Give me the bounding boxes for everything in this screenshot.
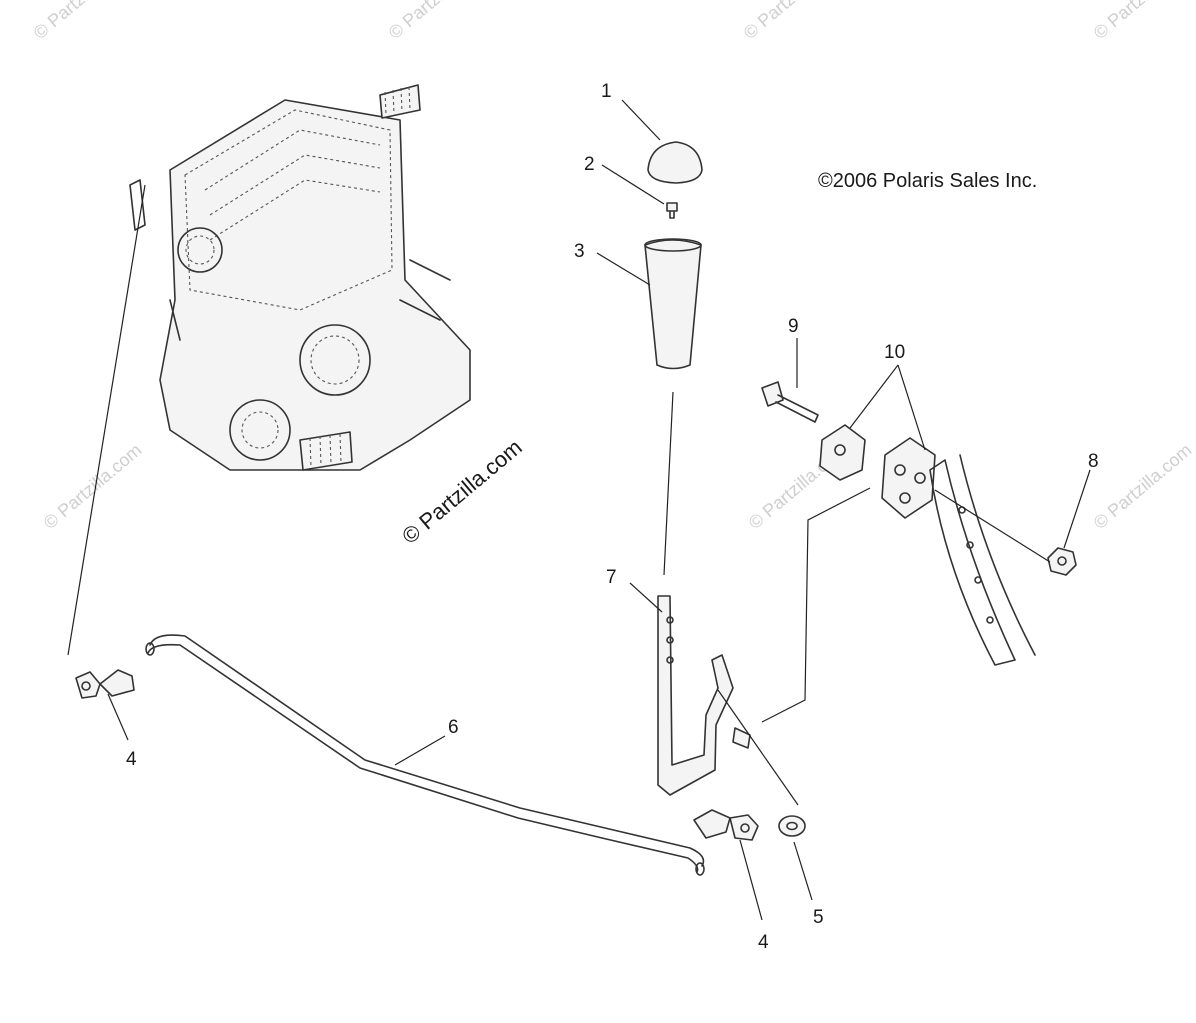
faint-watermark-2: © Partzilla.com [385, 0, 491, 43]
part-1-knob-cap [647, 141, 703, 184]
mounting-bracket [929, 454, 1036, 666]
part-4-clip-right [693, 809, 759, 841]
part-5-washer [778, 815, 806, 837]
transmission-illustration [129, 84, 471, 471]
callout-9: 9 [788, 316, 799, 337]
callout-7: 7 [606, 567, 617, 588]
faint-watermark-1: © Partzilla.com [30, 0, 136, 43]
part-4-clip-left [75, 669, 135, 699]
callout-6: 6 [448, 717, 459, 738]
part-8-nut [1047, 547, 1077, 576]
callout-8: 8 [1088, 451, 1099, 472]
callout-4-right: 4 [758, 932, 769, 953]
part-9-bolt [761, 381, 819, 423]
copyright-notice: ©2006 Polaris Sales Inc. [818, 170, 1037, 192]
faint-watermark-4: © Partzilla.com [1090, 0, 1196, 43]
part-10-bushing-b [881, 437, 936, 519]
faint-watermark-5: © Partzilla.com [40, 440, 146, 533]
callout-2: 2 [584, 154, 595, 175]
callout-1: 1 [601, 81, 612, 102]
faint-watermark-3: © Partzilla.com [740, 0, 846, 43]
part-3-shift-knob [644, 238, 702, 370]
part-2-screw [666, 202, 678, 219]
callout-10: 10 [884, 342, 905, 363]
callout-4-left: 4 [126, 749, 137, 770]
part-10-bushing-a [819, 424, 866, 481]
part-6-shift-rod [145, 634, 705, 876]
callout-5: 5 [813, 907, 824, 928]
callout-3: 3 [574, 241, 585, 262]
faint-watermark-7: © Partzilla.com [1090, 440, 1196, 533]
part-7-shift-lever [657, 595, 751, 796]
partzilla-watermark: © Partzilla.com [397, 434, 527, 548]
